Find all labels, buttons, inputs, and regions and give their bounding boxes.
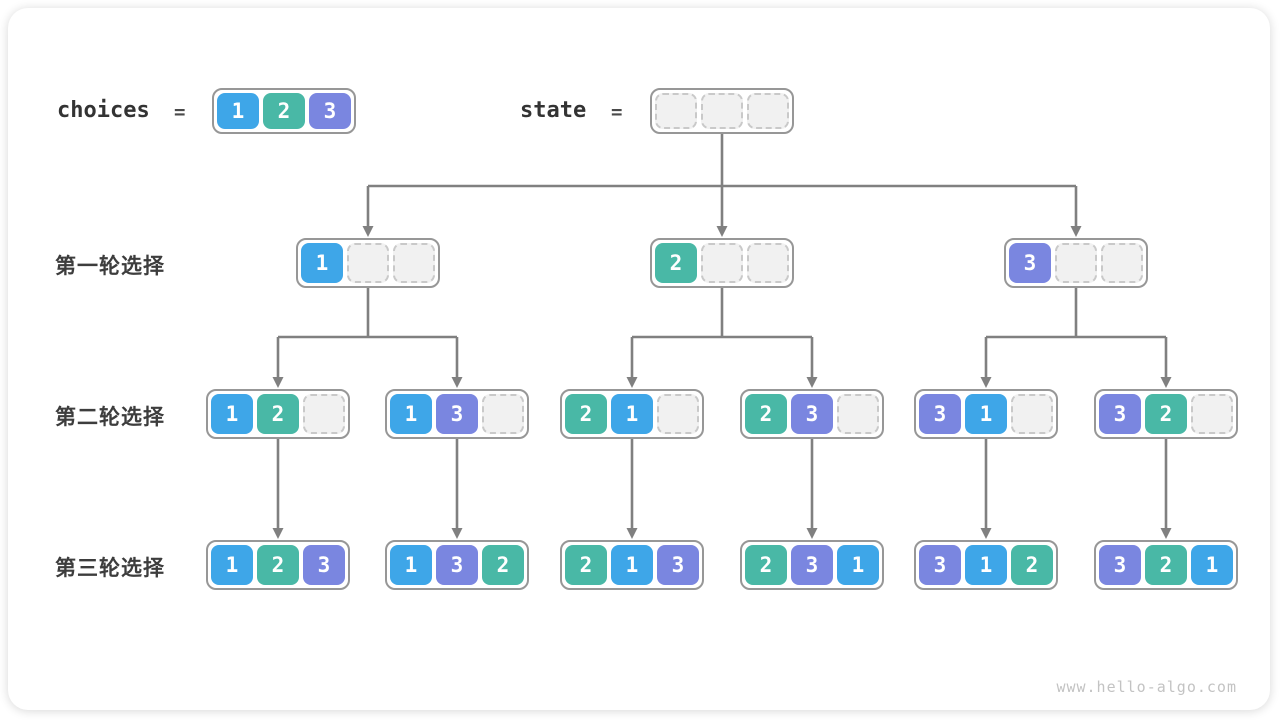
empty-cell: [1191, 394, 1233, 434]
round-2-label: 第二轮选择: [55, 406, 165, 429]
cell-value-1: 1: [837, 545, 879, 585]
cell-value-1: 1: [965, 545, 1007, 585]
cell-value-1: 1: [301, 243, 343, 283]
cell-value-2: 2: [565, 545, 607, 585]
cell-value-1: 1: [211, 545, 253, 585]
empty-cell: [701, 243, 743, 283]
round-3-label: 第三轮选择: [55, 557, 165, 580]
state-array: [650, 88, 794, 134]
cell-value-2: 2: [745, 545, 787, 585]
empty-cell: [303, 394, 345, 434]
round1-node-0: 1: [296, 238, 440, 288]
cell-value-3: 3: [1099, 545, 1141, 585]
empty-cell: [347, 243, 389, 283]
empty-cell: [657, 394, 699, 434]
cell-value-1: 1: [1191, 545, 1233, 585]
cell-value-3: 3: [1009, 243, 1051, 283]
cell-value-3: 3: [303, 545, 345, 585]
cell-value-3: 3: [436, 394, 478, 434]
empty-cell: [1101, 243, 1143, 283]
cell-value-3: 3: [436, 545, 478, 585]
round1-node-2: 3: [1004, 238, 1148, 288]
cell-value-2: 2: [257, 394, 299, 434]
empty-cell: [393, 243, 435, 283]
cell-value-3: 3: [309, 93, 351, 129]
cell-value-3: 3: [791, 545, 833, 585]
cell-value-1: 1: [390, 545, 432, 585]
round-1-label: 第一轮选择: [55, 255, 165, 278]
cell-value-1: 1: [390, 394, 432, 434]
state-equals-sign: =: [611, 101, 623, 123]
empty-cell: [1011, 394, 1053, 434]
cell-value-2: 2: [482, 545, 524, 585]
cell-value-1: 1: [611, 394, 653, 434]
empty-cell: [747, 243, 789, 283]
empty-cell: [1055, 243, 1097, 283]
cell-value-3: 3: [791, 394, 833, 434]
cell-value-3: 3: [657, 545, 699, 585]
state-label: state: [520, 98, 587, 123]
cell-value-1: 1: [217, 93, 259, 129]
cell-value-1: 1: [611, 545, 653, 585]
round1-node-1: 2: [650, 238, 794, 288]
choices-label: choices: [57, 98, 150, 123]
cell-value-1: 1: [211, 394, 253, 434]
empty-cell: [701, 93, 743, 129]
empty-cell: [747, 93, 789, 129]
cell-value-3: 3: [919, 394, 961, 434]
cell-value-3: 3: [919, 545, 961, 585]
cell-value-2: 2: [257, 545, 299, 585]
cell-value-2: 2: [1145, 545, 1187, 585]
empty-cell: [655, 93, 697, 129]
choices-equals-sign: =: [174, 101, 186, 123]
cell-value-2: 2: [565, 394, 607, 434]
cell-value-2: 2: [263, 93, 305, 129]
cell-value-2: 2: [1145, 394, 1187, 434]
empty-cell: [837, 394, 879, 434]
empty-cell: [482, 394, 524, 434]
cell-value-2: 2: [655, 243, 697, 283]
cell-value-2: 2: [745, 394, 787, 434]
cell-value-2: 2: [1011, 545, 1053, 585]
watermark: www.hello-algo.com: [1056, 678, 1237, 696]
diagram-card: [8, 8, 1270, 710]
cell-value-1: 1: [965, 394, 1007, 434]
cell-value-3: 3: [1099, 394, 1141, 434]
